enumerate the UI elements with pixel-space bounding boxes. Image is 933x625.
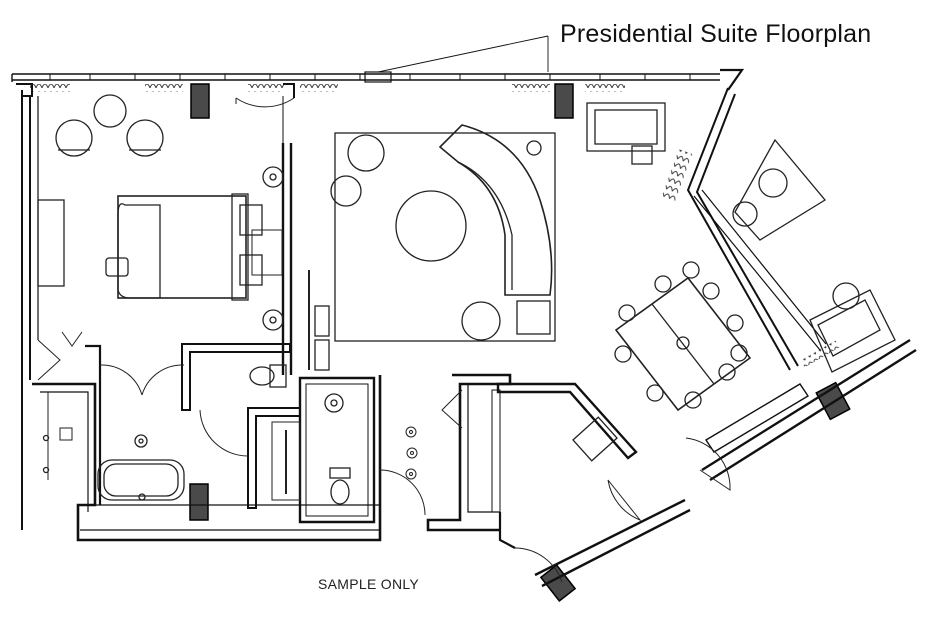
bed-icon <box>105 193 283 301</box>
round-table-icon <box>395 190 467 262</box>
sofa-icon <box>438 124 553 296</box>
page-title: Presidential Suite Floorplan <box>560 20 872 48</box>
living-room-furniture <box>308 124 556 371</box>
radiator-icon <box>30 84 625 92</box>
sink-icon <box>324 393 618 462</box>
bathroom-fixtures <box>42 364 618 505</box>
dining-furniture <box>614 261 752 412</box>
armchair-icon <box>330 134 501 341</box>
door-swing-icon <box>37 331 731 583</box>
bathtub-icon <box>97 459 185 501</box>
ceiling-lights <box>405 426 418 480</box>
walls <box>16 83 917 588</box>
dining-chair-icon <box>614 261 748 409</box>
bedroom-furniture <box>37 94 295 331</box>
sink-icon <box>262 166 284 331</box>
radiator-icon <box>661 149 840 368</box>
sample-caption: SAMPLE ONLY <box>318 576 420 592</box>
toilet-icon <box>249 364 351 505</box>
exterior-facade <box>11 35 745 91</box>
column-icon <box>189 83 851 603</box>
rug <box>334 132 556 342</box>
armchair-icon <box>55 94 164 157</box>
